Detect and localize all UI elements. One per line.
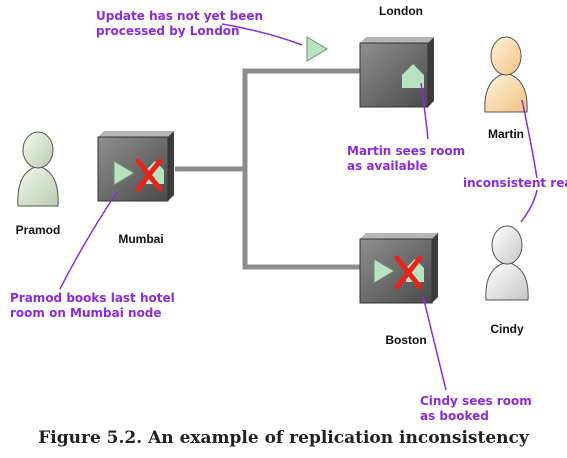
person-martin-label: Martin	[488, 127, 524, 141]
annotation-leaders	[59, 23, 538, 391]
figure-caption: Figure 5.2. An example of replication in…	[38, 428, 529, 448]
server-london: London	[359, 4, 434, 108]
person-icon	[485, 261, 529, 301]
person-pramod-label: Pramod	[16, 223, 61, 237]
note-pramod-books: Pramod books last hotel room on Mumbai n…	[10, 291, 179, 320]
note-inconsistent-reads: inconsistent reads	[463, 176, 567, 190]
network-links	[175, 68, 362, 270]
person-cindy: Cindy	[485, 225, 529, 336]
server-mumbai: Mumbai	[97, 131, 174, 246]
note-martin-sees: Martin sees room as available	[347, 144, 469, 173]
person-pramod: Pramod	[16, 131, 61, 237]
server-boston: Boston	[359, 233, 438, 347]
booked-cross-icon	[135, 158, 163, 192]
server-london-label: London	[379, 4, 423, 18]
update-in-transit-icon	[306, 36, 328, 62]
person-martin: Martin	[484, 36, 528, 141]
note-update-not-processed: Update has not yet been processed by Lon…	[96, 9, 267, 38]
room-available-icon	[402, 64, 424, 88]
note-cindy-sees: Cindy sees room as booked	[420, 394, 536, 423]
leader-cindy-sees	[422, 295, 447, 391]
link-hub-boston	[242, 169, 362, 270]
update-icon	[113, 160, 135, 186]
person-cindy-label: Cindy	[490, 322, 524, 336]
leader-pramod-books	[59, 191, 118, 290]
update-icon	[373, 258, 395, 284]
leader-inconsistent-cindy	[520, 189, 538, 223]
server-mumbai-label: Mumbai	[118, 232, 163, 246]
link-hub-london	[242, 68, 362, 169]
leader-inconsistent-martin	[521, 99, 538, 179]
server-boston-label: Boston	[385, 333, 426, 347]
person-icon	[17, 165, 59, 207]
booked-cross-icon	[394, 255, 423, 290]
diagram-canvas: London Mumbai Boston Pramod M	[10, 4, 567, 423]
leader-martin-sees	[420, 82, 429, 140]
leader-update-not-processed	[221, 23, 303, 46]
person-icon	[484, 72, 528, 113]
